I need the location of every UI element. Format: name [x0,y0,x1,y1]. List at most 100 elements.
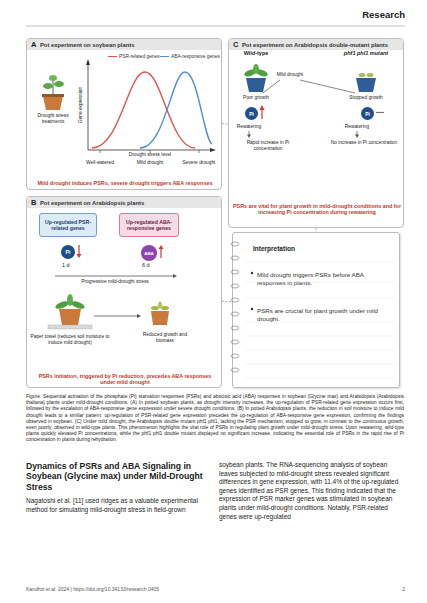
section-heading: Dynamics of PSRs and ABA Signaling in So… [26,461,214,492]
rewatering-arrows [247,135,251,139]
outcome-label: No increase in Pi concentration [328,140,400,146]
legend-text: PSR-related genes [119,54,160,59]
circle-label: Pi [365,111,370,117]
axis-label: Gene expression [78,87,84,123]
aba-increase-arrow [160,248,161,258]
outcome-label: Rapid increase in Pi concentration [232,140,304,151]
pi-circle: Pi [61,245,75,259]
mild-drought-arrows [263,80,280,93]
rewatering-arrows [355,135,359,139]
wild-type-plant [246,78,266,92]
notebook-heading: Interpretation [253,245,295,252]
circle-label: Pi [66,249,71,255]
pi-decrease-arrow [77,245,82,258]
tick-label: Mild drought [134,160,166,166]
mutant-plant [367,73,374,77]
soybean-plant [42,94,64,97]
growth-arrow [94,316,138,317]
legend-line [108,56,117,58]
bullet-text: Mild drought triggers PSRs before ABA re… [257,271,393,287]
arabidopsis-plant-stressed [151,311,169,325]
arabidopsis-plant-stressed [151,302,169,326]
outcome-label: Poor growth [236,95,276,101]
mutant-plant [356,78,376,92]
wild-type-plant [255,68,268,78]
setup-note: Paper towel (reduces soil moisture to in… [30,334,110,345]
pi-increase-arrow [260,105,265,110]
panel-letter: B [31,198,36,207]
pi-circle: Pi [245,107,258,120]
body-text: soybean plants. The RNA-sequencing analy… [219,461,407,521]
panel-title: Pot experiment on Arabidopsis plants [40,200,144,206]
rewatering-arrows [357,131,358,135]
stress-label: Progressive mild-drought stress [70,279,160,285]
outcome-label: Reduced growth and biomass [135,332,195,343]
timeline-arrow [55,276,174,277]
aba-circle: ABA [141,245,157,261]
expression-chart [88,62,212,150]
arabidopsis-plant-healthy [54,300,69,310]
box-label: Up-regulated PSR-related genes [41,219,95,231]
growth-arrow [94,314,141,318]
expression-chart [100,150,101,153]
aba-increase-arrow [159,245,164,249]
panel-title: Pot experiment on Arabidopsis double-mut… [242,42,388,48]
gene-box: Up-regulated PSR-related genes [39,213,97,237]
timeline-arrow [55,274,177,278]
treatment-label: Mild drought [270,72,310,78]
expression-chart [199,150,200,153]
mutant-plant [356,73,376,92]
treatment-label: Rewatering [340,124,374,130]
panel-summary: PSRs are vital for plant growth in mild-… [233,203,401,216]
expression-chart [86,59,90,65]
mild-drought-arrows [300,80,355,93]
pi-decrease-arrow [78,245,79,255]
wild-type-plant [253,64,259,74]
mild-drought-arrows [263,80,355,93]
no-change-mark [376,112,384,113]
arabidopsis-plant-healthy [59,309,81,325]
circle-label: ABA [144,251,154,256]
page-footer: Kandhol et al. 2024 | https://doi.org/10… [26,586,276,592]
genotype-label: phf1 phl1 mutant [340,50,392,56]
expression-chart [92,72,195,148]
soybean-plant [54,81,64,87]
growth-arrow [137,314,141,318]
figure-caption: Figure. Sequential activation of the pho… [26,394,404,444]
tick-label: Well-watered [84,160,116,166]
arabidopsis-plant-healthy [70,300,85,310]
bullet-text: PSRs are crucial for plant growth under … [257,307,393,323]
running-header: Research [352,9,405,20]
dashed-connector [222,301,232,303]
arabidopsis-plant-healthy [67,294,73,306]
axis-label: Drought stress level [120,152,180,158]
body-text: Nagatoshi et al. [11] used ridges as a v… [26,497,214,514]
box-label: Up-regulated ABA-responsive genes [121,219,177,231]
legend-entry: PSR-related genes [108,54,160,59]
pi-increase-arrow [261,109,262,119]
aba-increase-arrow [159,245,164,258]
panel-summary: PSRs initiation, triggered by Pi reducti… [31,373,219,386]
rewatering-arrows [249,131,250,135]
legend-entry: ABA-responsive genes [160,54,220,59]
arabidopsis-plant-healthy [48,325,92,329]
soybean-plant [43,96,63,110]
soybean-plant [43,83,53,89]
expression-chart [210,148,216,152]
arabidopsis-plant-stressed [158,302,162,309]
outcome-label: Stopped growth [343,95,389,101]
time-label: 6 d [142,262,156,268]
arabidopsis-plant-stressed [151,306,159,310]
panel-letter: A [31,40,36,49]
arabidopsis-plant-stressed [161,306,169,310]
wild-type-plant [243,64,268,92]
tick-label: Severe drought [182,160,216,166]
soybean-plant [49,75,57,81]
pi-circle: Pi [361,107,374,120]
circle-label: Pi [249,111,254,117]
legend-text: ABA-responsive genes [171,54,220,59]
rewatering-arrows [247,131,359,138]
header-rule [26,26,405,27]
legend-line [160,56,169,58]
